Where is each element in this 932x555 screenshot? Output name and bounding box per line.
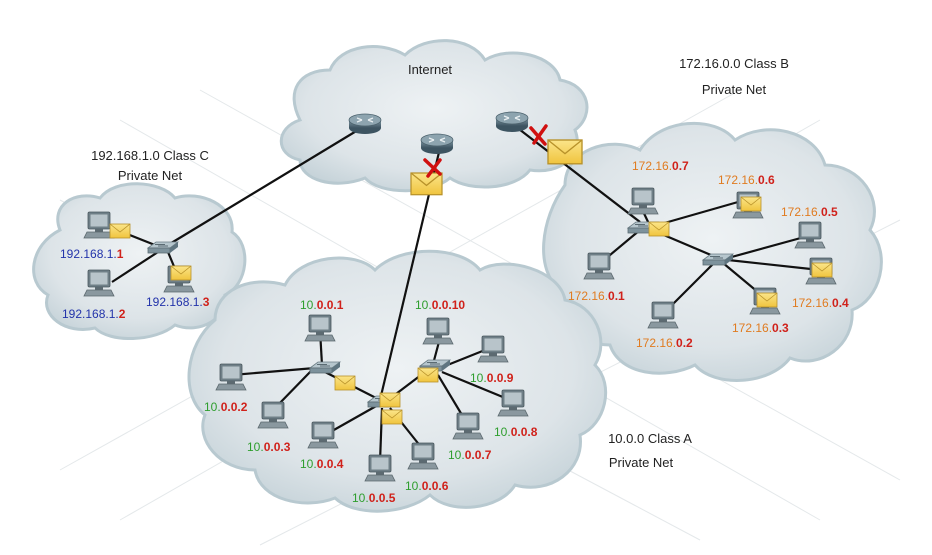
envelope-icon [648,221,670,237]
pc-icon[interactable] [257,401,289,429]
pc-icon[interactable] [497,389,529,417]
class-c-subtitle: Private Net [118,168,183,183]
ip-label: 10.0.0.10 [415,298,465,312]
ip-label: 172.16.0.6 [718,173,775,187]
ip-label: 172.16.0.2 [636,336,693,350]
envelope-icon [379,392,401,408]
class-b-title: 172.16.0.0 Class B [679,56,789,71]
class-a-cloud [187,249,608,513]
x-mark-icon [423,158,442,178]
ip-label: 10.0.0.5 [352,491,396,505]
internet-cloud [279,39,589,193]
ip-label: 10.0.0.7 [448,448,492,462]
pc-icon[interactable] [647,301,679,329]
pc-icon[interactable] [627,187,659,215]
pc-icon[interactable] [307,421,339,449]
ip-label: 172.16.0.4 [792,296,849,310]
envelope-icon [170,265,192,281]
envelope-icon [109,223,131,239]
envelope-icon [334,375,356,391]
envelope-icon [417,367,439,383]
envelope-icon [756,292,778,308]
class-b-subtitle: Private Net [702,82,767,97]
pc-icon[interactable] [583,252,615,280]
ip-label: 10.0.0.6 [405,479,449,493]
ip-label: 172.16.0.3 [732,321,789,335]
envelope-icon [547,139,583,165]
ip-label: 10.0.0.8 [494,425,538,439]
pc-icon[interactable] [83,211,115,239]
class-c-title: 192.168.1.0 Class C [91,148,209,163]
class-a-subtitle: Private Net [609,455,674,470]
ip-label: 10.0.0.4 [300,457,344,471]
pc-icon[interactable] [422,317,454,345]
ip-label: 172.16.0.7 [632,159,689,173]
ip-label: 192.168.1.2 [62,307,126,321]
pc-icon[interactable] [477,335,509,363]
router-icon[interactable] [420,133,454,155]
router-icon[interactable] [348,113,382,135]
internet-label: Internet [408,62,452,77]
pc-icon[interactable] [215,363,247,391]
ip-label: 10.0.0.2 [204,400,248,414]
pc-icon[interactable] [407,442,439,470]
pc-icon[interactable] [452,412,484,440]
ip-label: 10.0.0.1 [300,298,344,312]
pc-icon[interactable] [794,221,826,249]
ip-label: 10.0.0.9 [470,371,514,385]
ip-label: 172.16.0.1 [568,289,625,303]
envelope-icon [740,196,762,212]
envelope-icon [811,262,833,278]
pc-icon[interactable] [304,314,336,342]
envelope-icon [381,409,403,425]
router-icon[interactable] [495,111,529,133]
ip-label: 10.0.0.3 [247,440,291,454]
ip-label: 192.168.1.3 [146,295,210,309]
ip-label: 172.16.0.5 [781,205,838,219]
x-mark-icon [529,124,548,146]
pc-icon[interactable] [364,454,396,482]
pc-icon[interactable] [83,269,115,297]
class-a-title: 10.0.0 Class A [608,431,692,446]
ip-label: 192.168.1.1 [60,247,124,261]
